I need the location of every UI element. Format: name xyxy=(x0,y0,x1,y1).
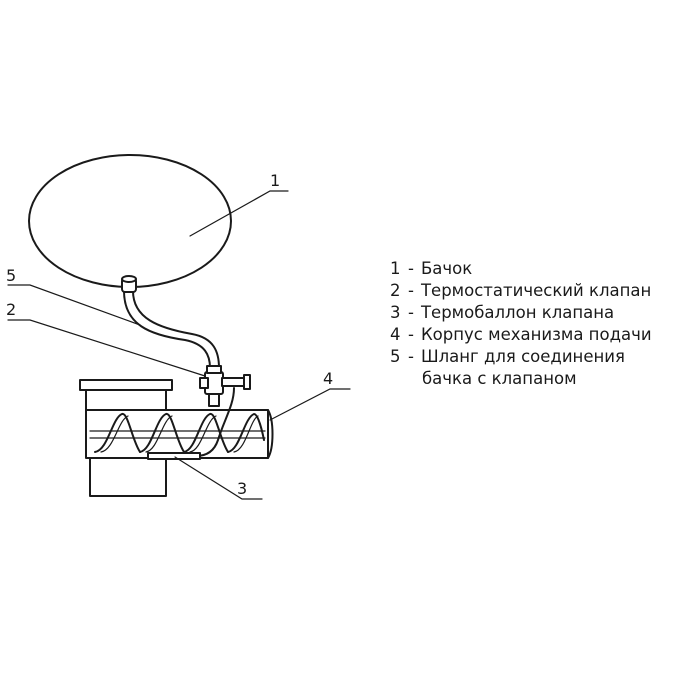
legend-item-text: Термостатический клапан xyxy=(420,281,652,300)
legend-item-text: Корпус механизма подачи xyxy=(420,325,652,344)
legend-separator: - xyxy=(408,281,414,300)
auger-housing xyxy=(85,409,274,459)
legend-item: 5 - Шланг для соединения xyxy=(390,346,652,368)
legend-item-text: Шланг для соединения xyxy=(420,347,625,366)
legend-separator: - xyxy=(408,303,414,322)
legend-item: 3 - Термобаллон клапана xyxy=(390,302,652,324)
callout-4: 4 xyxy=(323,369,333,388)
legend-item-continuation: бачка с клапаном xyxy=(422,369,577,388)
callout-5: 5 xyxy=(6,266,16,285)
callout-3: 3 xyxy=(237,479,247,498)
housing-body xyxy=(79,379,173,497)
legend-item-number: 1 xyxy=(390,259,401,278)
legend-item-number: 3 xyxy=(390,303,401,322)
tank xyxy=(28,154,232,288)
legend-separator: - xyxy=(408,347,414,366)
legend-item-text: Бачок xyxy=(420,259,473,278)
legend-separator: - xyxy=(408,325,414,344)
callout-2: 2 xyxy=(6,300,16,319)
callout-1: 1 xyxy=(270,171,280,190)
auger-screw xyxy=(89,413,266,453)
thermostatic-valve xyxy=(199,365,251,407)
legend: 1 - Бачок 2 - Термостатический клапан 3 … xyxy=(390,258,652,390)
leader-lines xyxy=(7,190,351,500)
legend-item: 4 - Корпус механизма подачи xyxy=(390,324,652,346)
legend-item: 2 - Термостатический клапан xyxy=(390,280,652,302)
legend-item-number: 4 xyxy=(390,325,401,344)
legend-item-number: 2 xyxy=(390,281,401,300)
legend-item-text: Термобаллон клапана xyxy=(420,303,615,322)
legend-item-number: 5 xyxy=(390,347,401,366)
hose xyxy=(121,275,220,369)
legend-item: 1 - Бачок xyxy=(390,258,652,280)
thermobulb xyxy=(147,387,235,460)
legend-separator: - xyxy=(408,259,414,278)
